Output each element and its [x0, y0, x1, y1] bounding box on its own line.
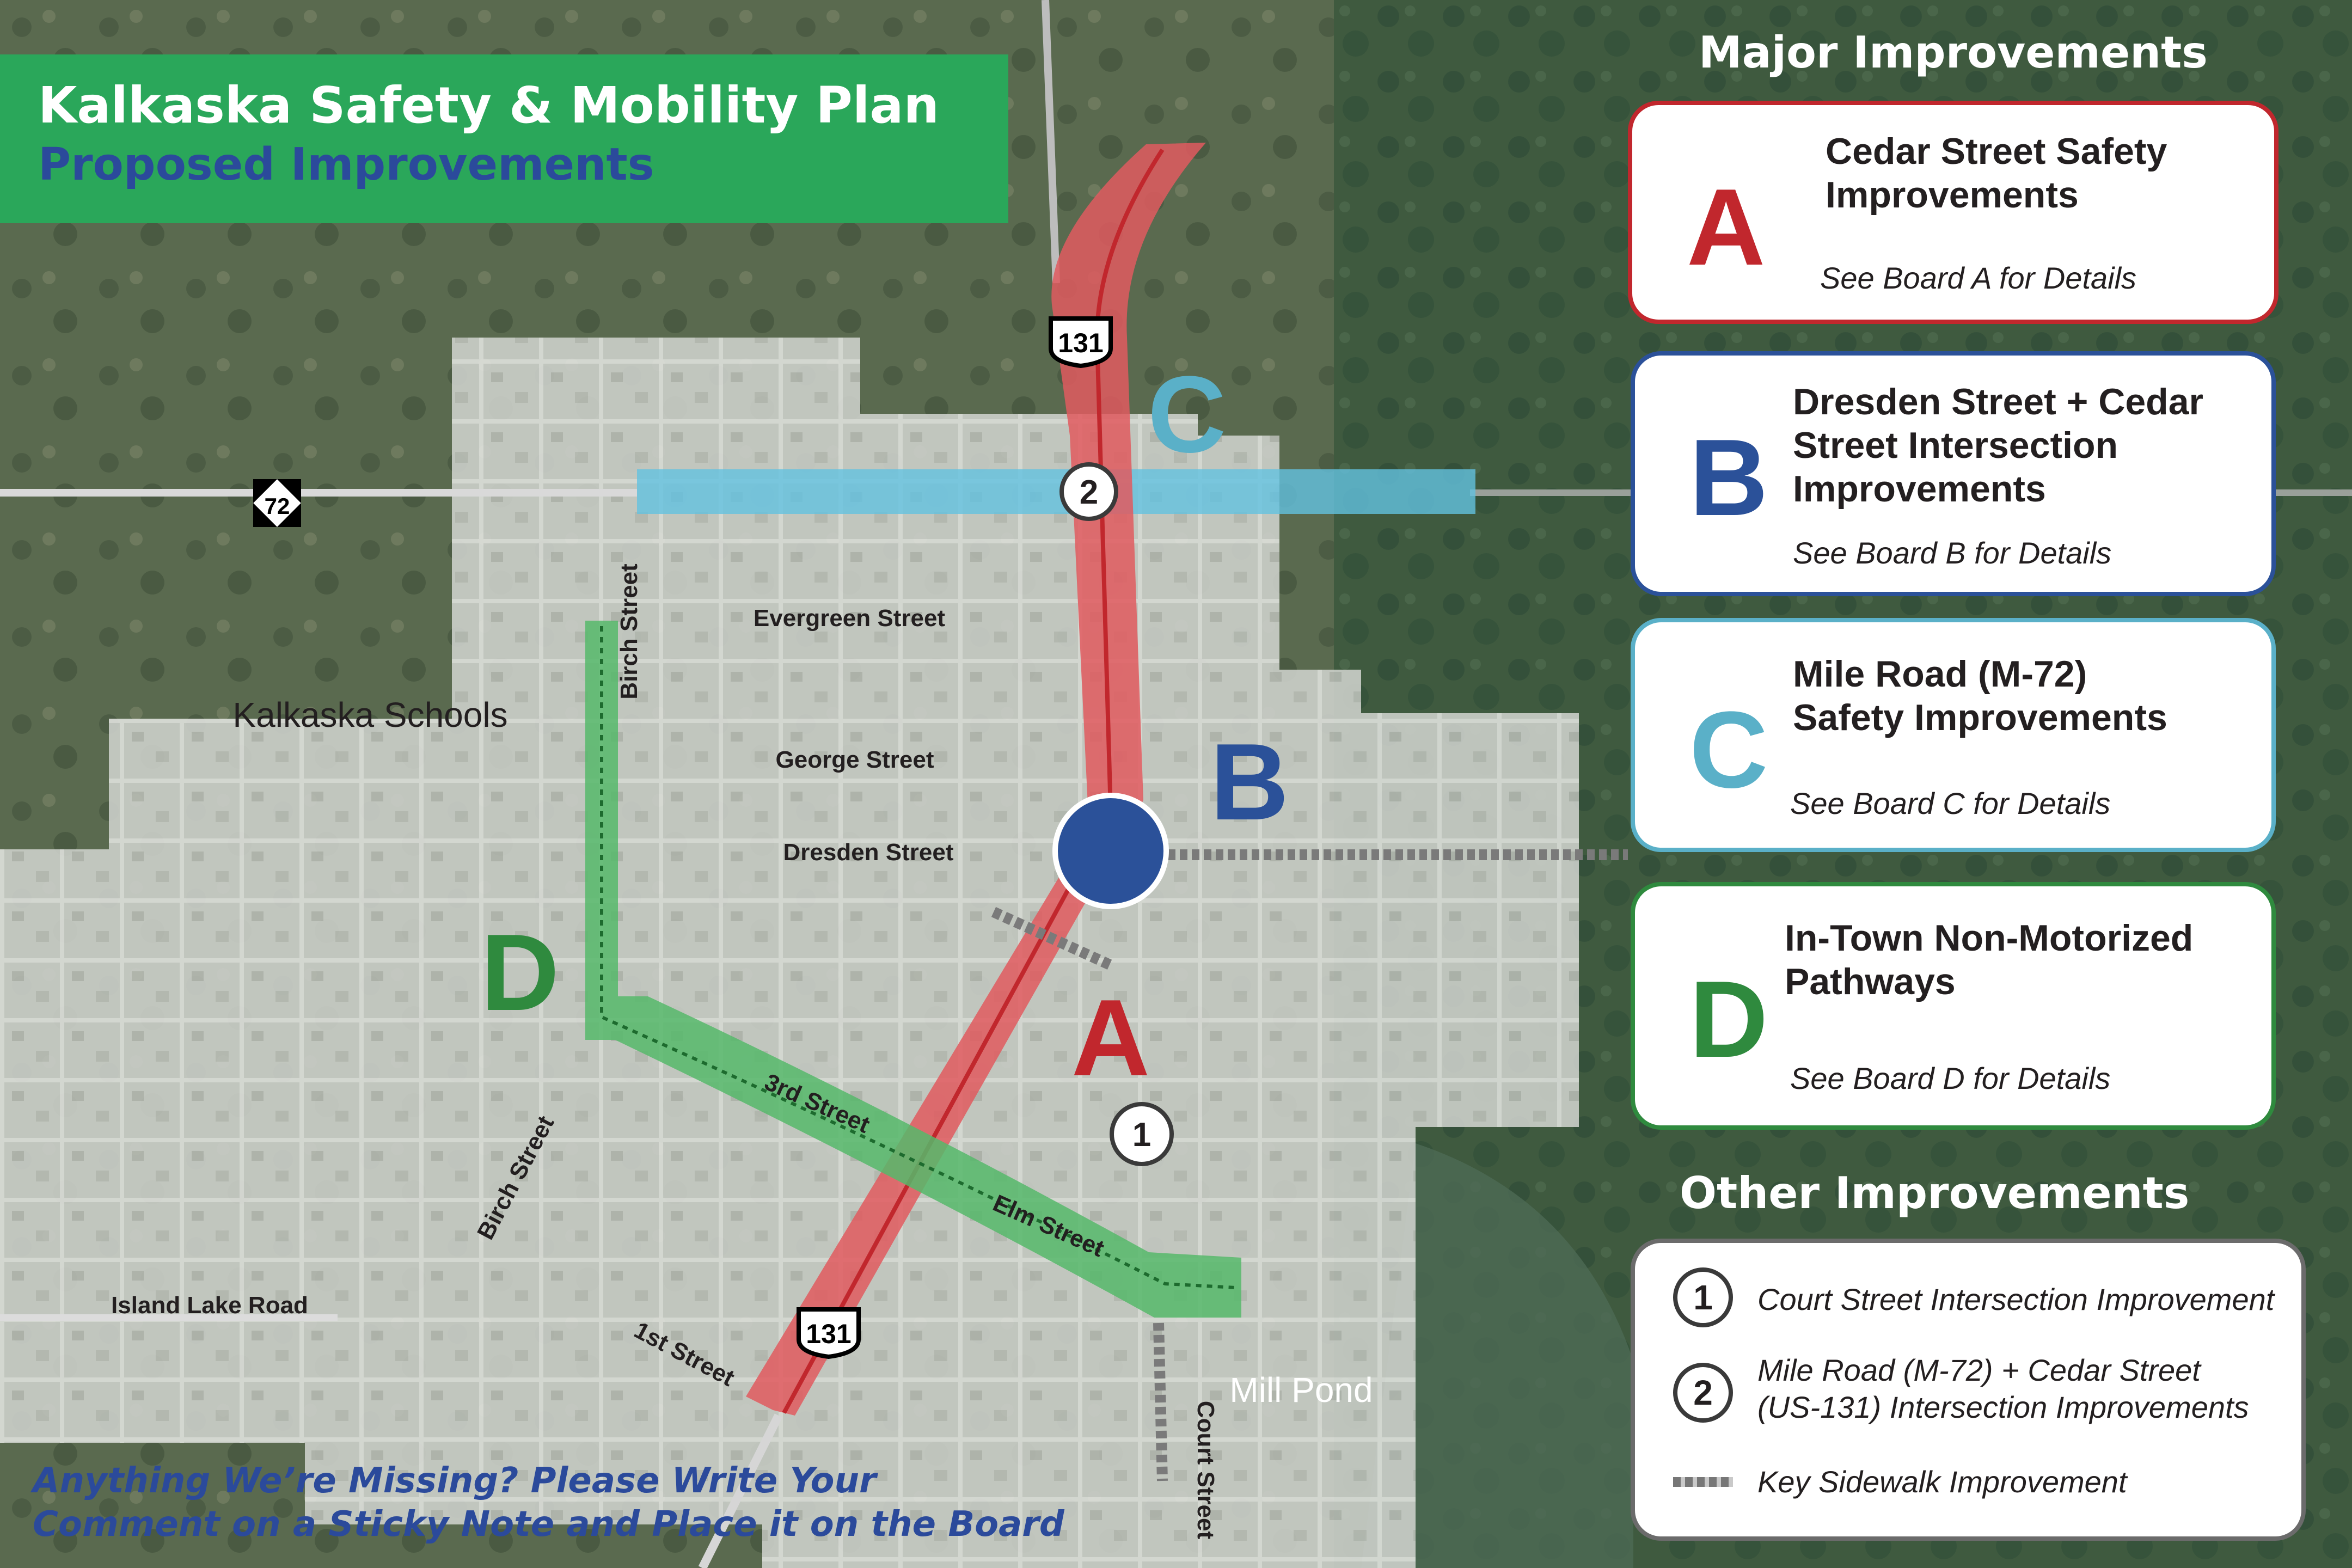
card-b-detail: See Board B for Details — [1793, 536, 2112, 570]
marker-1-label: 1 — [1132, 1116, 1151, 1154]
pathway-d-birch-street — [585, 621, 1241, 1318]
comment-prompt: Anything We’re Missing? Please Write You… — [33, 1459, 1064, 1546]
key-sidewalk-legend-icon — [1673, 1477, 1733, 1487]
other-improvements-card: 1 Court Street Intersection Improvement … — [1631, 1239, 2306, 1541]
corridor-c-mile-road — [637, 469, 1475, 514]
us131-shield-north-label: 131 — [1058, 328, 1103, 358]
comment-prompt-line-2: Comment on a Sticky Note and Place it on… — [33, 1504, 1064, 1545]
other-item-2-text: Mile Road (M-72) + Cedar Street (US-131)… — [1757, 1353, 2249, 1424]
key-sidewalk-cedar-segment — [991, 906, 1116, 972]
card-a-detail: See Board A for Details — [1820, 261, 2137, 295]
marker-1-circle — [1110, 1102, 1174, 1166]
card-c: C Mile Road (M-72) Safety Improvements S… — [1631, 618, 2276, 852]
corridor-a-cedar-street — [746, 143, 1206, 1416]
label-island-lake-road: Island Lake Road — [111, 1292, 308, 1319]
m72-shield-icon: 72 — [253, 479, 301, 527]
us131-south-road — [698, 1413, 783, 1568]
pathway-d-centerline — [600, 626, 1236, 1289]
key-sidewalk-legend-label: Key Sidewalk Improvement — [1757, 1465, 2127, 1499]
label-court-street: Court Street — [1192, 1401, 1219, 1540]
card-c-title: Mile Road (M-72) Safety Improvements — [1793, 653, 2167, 738]
us131-shield-south-icon: 131 — [797, 1307, 861, 1359]
major-improvements-heading: Major Improvements — [1699, 27, 2208, 78]
map-letter-d: D — [481, 912, 559, 1033]
card-b-letter: B — [1689, 417, 1768, 538]
other-item-2-number: 2 — [1673, 1363, 1733, 1423]
card-a-title: Cedar Street Safety Improvements — [1826, 131, 2167, 216]
map-letter-c: C — [1148, 354, 1226, 475]
title-banner — [0, 54, 1008, 223]
card-a-letter: A — [1687, 167, 1766, 288]
node-b-intersection — [1052, 793, 1169, 909]
us131-north-road — [1042, 0, 1060, 284]
label-kalkaska-schools: Kalkaska Schools — [232, 695, 507, 734]
card-b: B Dresden Street + Cedar Street Intersec… — [1631, 351, 2276, 596]
card-d-title: In-Town Non-Motorized Pathways — [1785, 917, 2194, 1002]
label-mill-pond: Mill Pond — [1229, 1370, 1373, 1410]
key-sidewalk-court-street — [1153, 1322, 1168, 1481]
card-d-detail: See Board D for Details — [1790, 1061, 2111, 1095]
label-evergreen-street: Evergreen Street — [754, 605, 946, 632]
comment-prompt-line-1: Anything We’re Missing? Please Write You… — [33, 1461, 877, 1501]
label-george-street: George Street — [776, 746, 934, 773]
us131-shield-south-label: 131 — [806, 1319, 851, 1349]
other-item-1-number: 1 — [1673, 1267, 1733, 1327]
card-d: D In-Town Non-Motorized Pathways See Boa… — [1631, 882, 2276, 1130]
card-d-letter: D — [1689, 959, 1768, 1080]
card-b-title: Dresden Street + Cedar Street Intersecti… — [1793, 381, 2203, 510]
marker-2-label: 2 — [1080, 474, 1098, 511]
marker-2-circle — [1059, 462, 1118, 521]
map-letter-a: A — [1071, 977, 1150, 1099]
map-letter-b: B — [1210, 721, 1289, 843]
wetland-east — [1361, 1143, 1633, 1568]
page-subtitle: Proposed Improvements — [38, 139, 654, 191]
label-dresden-street: Dresden Street — [783, 839, 953, 866]
other-item-1-text: Court Street Intersection Improvement — [1757, 1282, 2275, 1316]
page-title: Kalkaska Safety & Mobility Plan — [38, 76, 939, 134]
label-birch-street-north: Birch Street — [616, 564, 642, 700]
card-a: A Cedar Street Safety Improvements See B… — [1628, 101, 2278, 324]
card-c-detail: See Board C for Details — [1790, 786, 2111, 820]
m72-shield-label: 72 — [265, 493, 290, 519]
card-c-letter: C — [1689, 689, 1768, 811]
other-improvements-heading: Other Improvements — [1680, 1168, 2190, 1218]
us131-shield-north-icon: 131 — [1049, 316, 1113, 369]
